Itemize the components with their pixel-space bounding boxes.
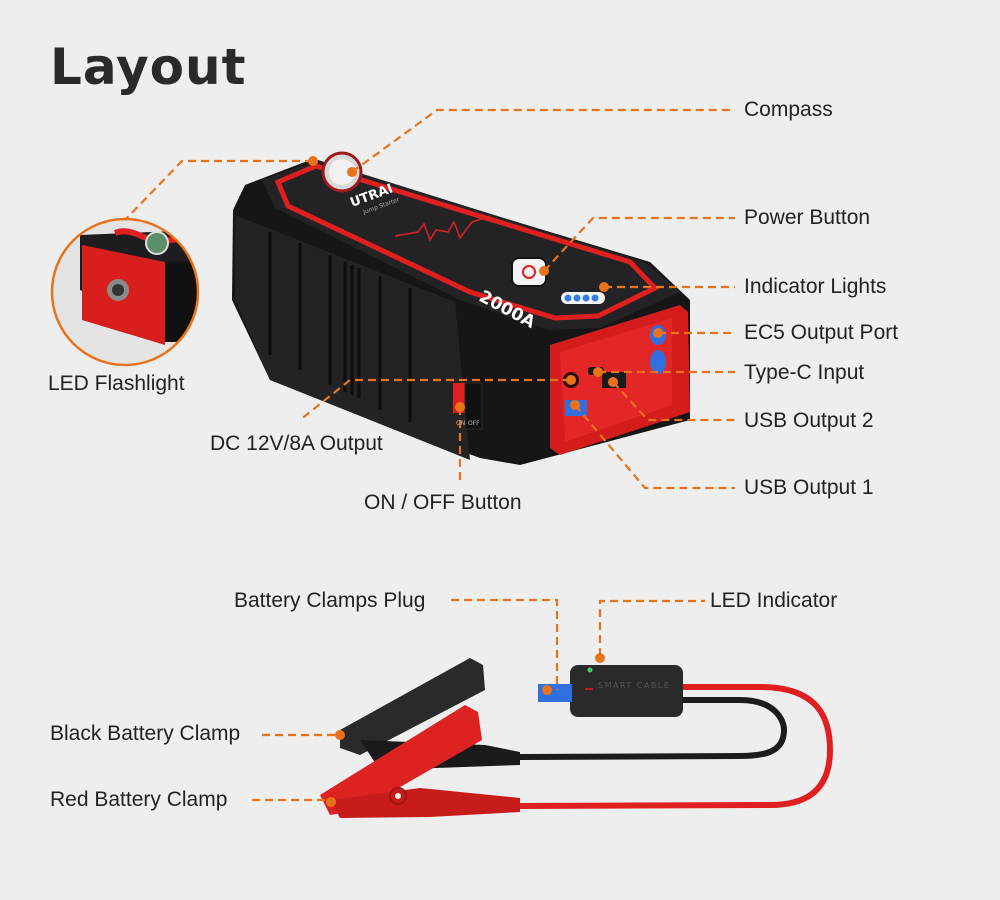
label-led-indicator: LED Indicator [710,589,838,612]
page-title: Layout [50,38,247,96]
label-usb-output-1: USB Output 1 [744,476,874,499]
label-type-c-input: Type-C Input [744,361,865,384]
label-red-battery-clamp: Red Battery Clamp [50,788,228,811]
jump-starter-device: UTRAI Jump Starter 2000A ON OFF [232,151,690,465]
label-dc-output: DC 12V/8A Output [210,432,383,455]
label-power-button: Power Button [744,206,871,229]
leader-lines [124,108,735,802]
callout-dots [308,156,663,807]
label-black-battery-clamp: Black Battery Clamp [50,722,241,745]
smart-cable-label: SMART CABLE [598,681,670,690]
label-compass: Compass [744,98,833,121]
clamp-cable-assembly: SMART CABLE [320,658,834,818]
label-on-off-button: ON / OFF Button [364,491,522,514]
label-usb-output-2: USB Output 2 [744,409,874,432]
label-indicator-lights: Indicator Lights [744,275,887,298]
label-ec5-output-port: EC5 Output Port [744,321,899,344]
indicator-lights [561,292,605,304]
label-battery-clamps-plug: Battery Clamps Plug [234,589,426,612]
led-flashlight-inset [50,217,200,367]
switch-off-label: OFF [468,420,480,427]
label-led-flashlight: LED Flashlight [48,372,185,395]
